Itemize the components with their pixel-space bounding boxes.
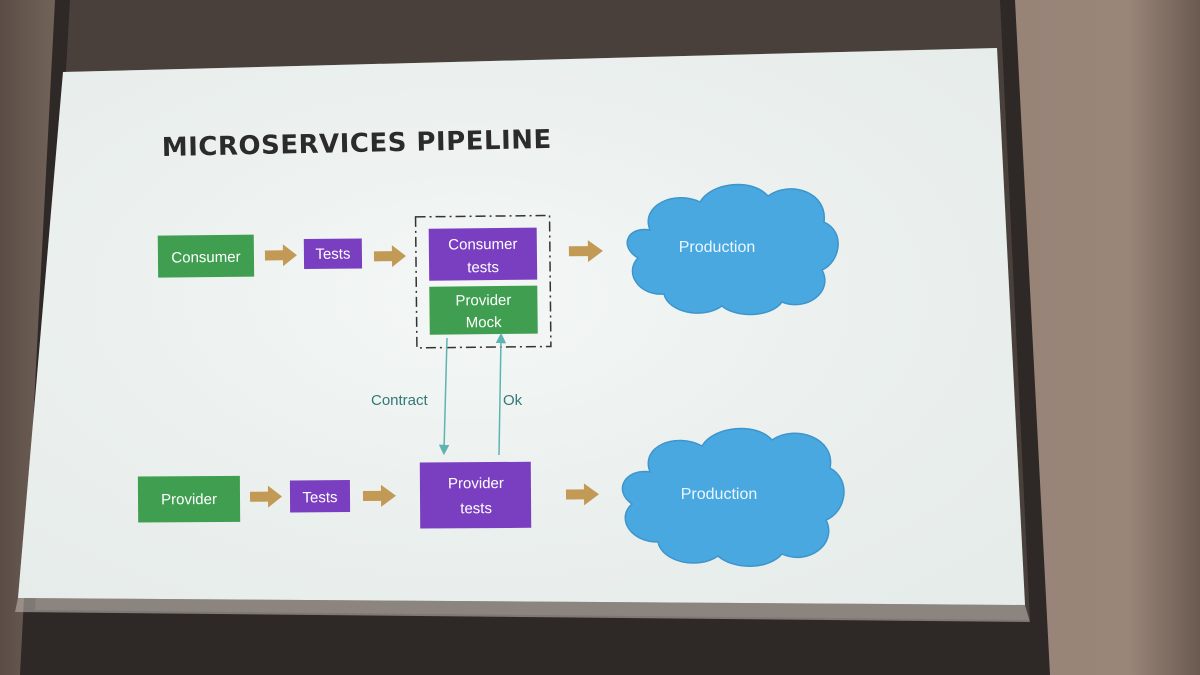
provider-mock-box xyxy=(429,285,538,335)
consumer-tests-stage-line2: tests xyxy=(467,259,499,276)
flow-arrow-1 xyxy=(264,244,297,267)
provider-box xyxy=(137,475,241,523)
cloud-shape-1 xyxy=(626,183,839,316)
provider-box-label: Provider xyxy=(161,491,217,508)
provider-tests-stage-line1: Provider xyxy=(448,475,504,492)
provider-tests-stage-line2: tests xyxy=(460,500,492,517)
provider-tests-stage-box xyxy=(419,461,532,529)
ok-connector xyxy=(495,332,507,456)
consumer-box xyxy=(157,234,255,278)
consumer-tests-stage-line1: Consumer xyxy=(448,236,517,254)
consumer-row: Consumer Tests Consumer tests Provider M… xyxy=(157,214,603,349)
cloud-shape-2 xyxy=(621,427,845,567)
flow-arrow-4 xyxy=(249,485,283,508)
screen-bottom-lip xyxy=(15,598,1030,622)
contract-connector xyxy=(438,337,450,456)
consumer-tests-label: Tests xyxy=(315,246,350,263)
consumer-production-label: Production xyxy=(679,239,756,256)
provider-row: Provider Tests Provider tests xyxy=(137,461,599,529)
provider-mock-line2: Mock xyxy=(466,314,503,331)
provider-tests-label: Tests xyxy=(302,489,337,506)
consumer-tests-box xyxy=(303,238,363,270)
consumer-production-cloud: Production xyxy=(626,183,839,316)
contract-label: Contract xyxy=(371,392,429,409)
provider-production-label: Production xyxy=(681,486,758,503)
provider-mock-line1: Provider xyxy=(455,292,511,310)
flow-arrow-3 xyxy=(568,240,603,263)
ok-label: Ok xyxy=(503,392,523,409)
flow-arrow-2 xyxy=(373,245,406,268)
consumer-tests-stage-box xyxy=(428,227,538,281)
flow-arrow-5 xyxy=(362,484,397,507)
contract-test-group xyxy=(414,214,552,349)
consumer-box-label: Consumer xyxy=(171,249,240,267)
provider-tests-box xyxy=(289,480,351,513)
provider-production-cloud: Production xyxy=(621,427,845,567)
flow-arrow-6 xyxy=(565,483,599,506)
